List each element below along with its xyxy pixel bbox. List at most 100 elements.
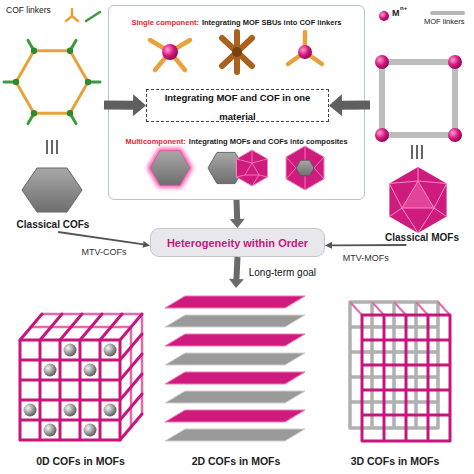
arrow-head [133, 94, 146, 116]
mof-depth-rods [350, 302, 450, 315]
icosahedron-body [389, 167, 446, 233]
text-line: Multicomponent:Integrating MOFs and COFs… [109, 130, 364, 148]
connector-line [58, 232, 143, 244]
cof-spheres [24, 344, 117, 437]
node-text: Heterogeneity within Order [167, 237, 308, 249]
multicomponent-icons [150, 146, 324, 190]
mof-node [375, 128, 389, 142]
mof-node [375, 55, 389, 69]
mof-icosahedron [286, 146, 324, 190]
sbu-core [232, 47, 242, 57]
icosahedron-face [402, 181, 434, 208]
goal-box: Heterogeneity within Order [150, 228, 325, 257]
integration-panel: Single component:Integrating MOF SBUs in… [108, 5, 365, 200]
metal-ion-sphere [379, 11, 389, 21]
cof-sphere [104, 344, 117, 357]
connector-line [331, 244, 406, 246]
mof-node [448, 128, 462, 142]
arrow-head [325, 242, 332, 249]
mof-network [375, 55, 462, 142]
sbu-sphere [162, 44, 178, 60]
thin-arrow [58, 232, 150, 248]
mof-layer [165, 296, 305, 308]
cof-sphere [84, 424, 97, 437]
cof-sphere [104, 404, 117, 417]
connector-line [104, 100, 134, 109]
text-line: Classical MOFs [370, 227, 474, 245]
icosahedron-edges [236, 150, 267, 186]
cof-group: Classical COFs [2, 30, 104, 232]
mof-layer [165, 372, 305, 384]
cof-layer [165, 429, 305, 441]
connector-line [341, 100, 370, 109]
arrow-head [143, 241, 150, 248]
arrow-head [229, 279, 244, 288]
down-arrow [230, 200, 245, 228]
sbu-rods [222, 32, 252, 72]
node-text: Classical MOFs [385, 232, 459, 243]
charge-superscript: n+ [400, 5, 407, 12]
cof-sphere [84, 364, 97, 377]
outcome-panel: 0D COFs in MOFs [8, 288, 153, 472]
linker-label: COF linkers [6, 6, 51, 15]
text-line: Classical COFs [2, 214, 104, 232]
down-arrow [229, 257, 244, 288]
text-line: 2D COFs in MOFs [160, 451, 312, 469]
cof-nodes [13, 48, 91, 117]
cof-node [67, 48, 73, 54]
mof-linker-bar [430, 11, 465, 15]
arrow-head [329, 94, 342, 116]
cof-node [31, 110, 37, 116]
equivalence-symbol [47, 140, 57, 154]
node-text: Integrating MOF SBUs into COF linkers [202, 18, 342, 27]
mof-depth-rods [20, 314, 142, 440]
node-text: Single component: [131, 18, 199, 27]
node-text: Multicomponent: [125, 137, 185, 146]
text-line: Integrating MOF and COF in one material [147, 87, 328, 124]
cof-network [4, 40, 100, 123]
cof-sphere [64, 344, 77, 357]
icosahedron-edges [286, 146, 324, 190]
node-text: 3D COFs in MOFs [351, 455, 440, 467]
mof-linkers [382, 62, 455, 135]
outcome-panel: 2D COFs in MOFs [160, 288, 312, 472]
integration-box: Integrating MOF and COF in one material [146, 89, 329, 122]
text-line: 3D COFs in MOFs [318, 451, 472, 469]
block-arrow [329, 94, 370, 116]
mof-icosahedron [236, 150, 267, 186]
node-text: 0D COFs in MOFs [36, 455, 125, 467]
mof-lattice [362, 315, 450, 441]
cof-node [85, 79, 91, 85]
glow-outline [150, 151, 190, 186]
edge-label: MTV-MOFs [343, 254, 389, 264]
linker-arms [150, 40, 190, 70]
linker-arms [288, 32, 322, 64]
cof-node-arms [4, 40, 100, 123]
text-line: 0D COFs in MOFs [8, 451, 153, 469]
thin-arrow [325, 242, 406, 249]
cof-node [67, 110, 73, 116]
equivalence-symbol [412, 145, 422, 159]
edge-label: MTV-COFs [82, 248, 127, 258]
text-line: Single component:Integrating MOF SBUs in… [109, 11, 364, 29]
cof-layer [165, 315, 305, 327]
zero-d-illustration [20, 314, 142, 440]
cof-sphere [64, 404, 77, 417]
cof-linker-tritopic [66, 9, 78, 21]
single-component-icons [150, 32, 322, 72]
three-d-illustration [350, 302, 450, 441]
connector-line [234, 200, 241, 220]
edge-label: Long-term goal [249, 267, 316, 278]
cof-linker-ditopic [86, 12, 100, 21]
cof-node [13, 79, 19, 85]
linker-label: MOF linkers [424, 18, 464, 26]
node-text: 2D COFs in MOFs [192, 455, 281, 467]
node-text: Integrating MOF and COF in one material [165, 92, 311, 121]
connector-line [236, 257, 237, 280]
icosahedron-edges [389, 167, 446, 233]
cof-hexagon [296, 160, 314, 176]
mof-front-lattice [20, 340, 120, 440]
cof-sphere [24, 404, 37, 417]
outcome-panel: 3D COFs in MOFs [318, 288, 472, 472]
